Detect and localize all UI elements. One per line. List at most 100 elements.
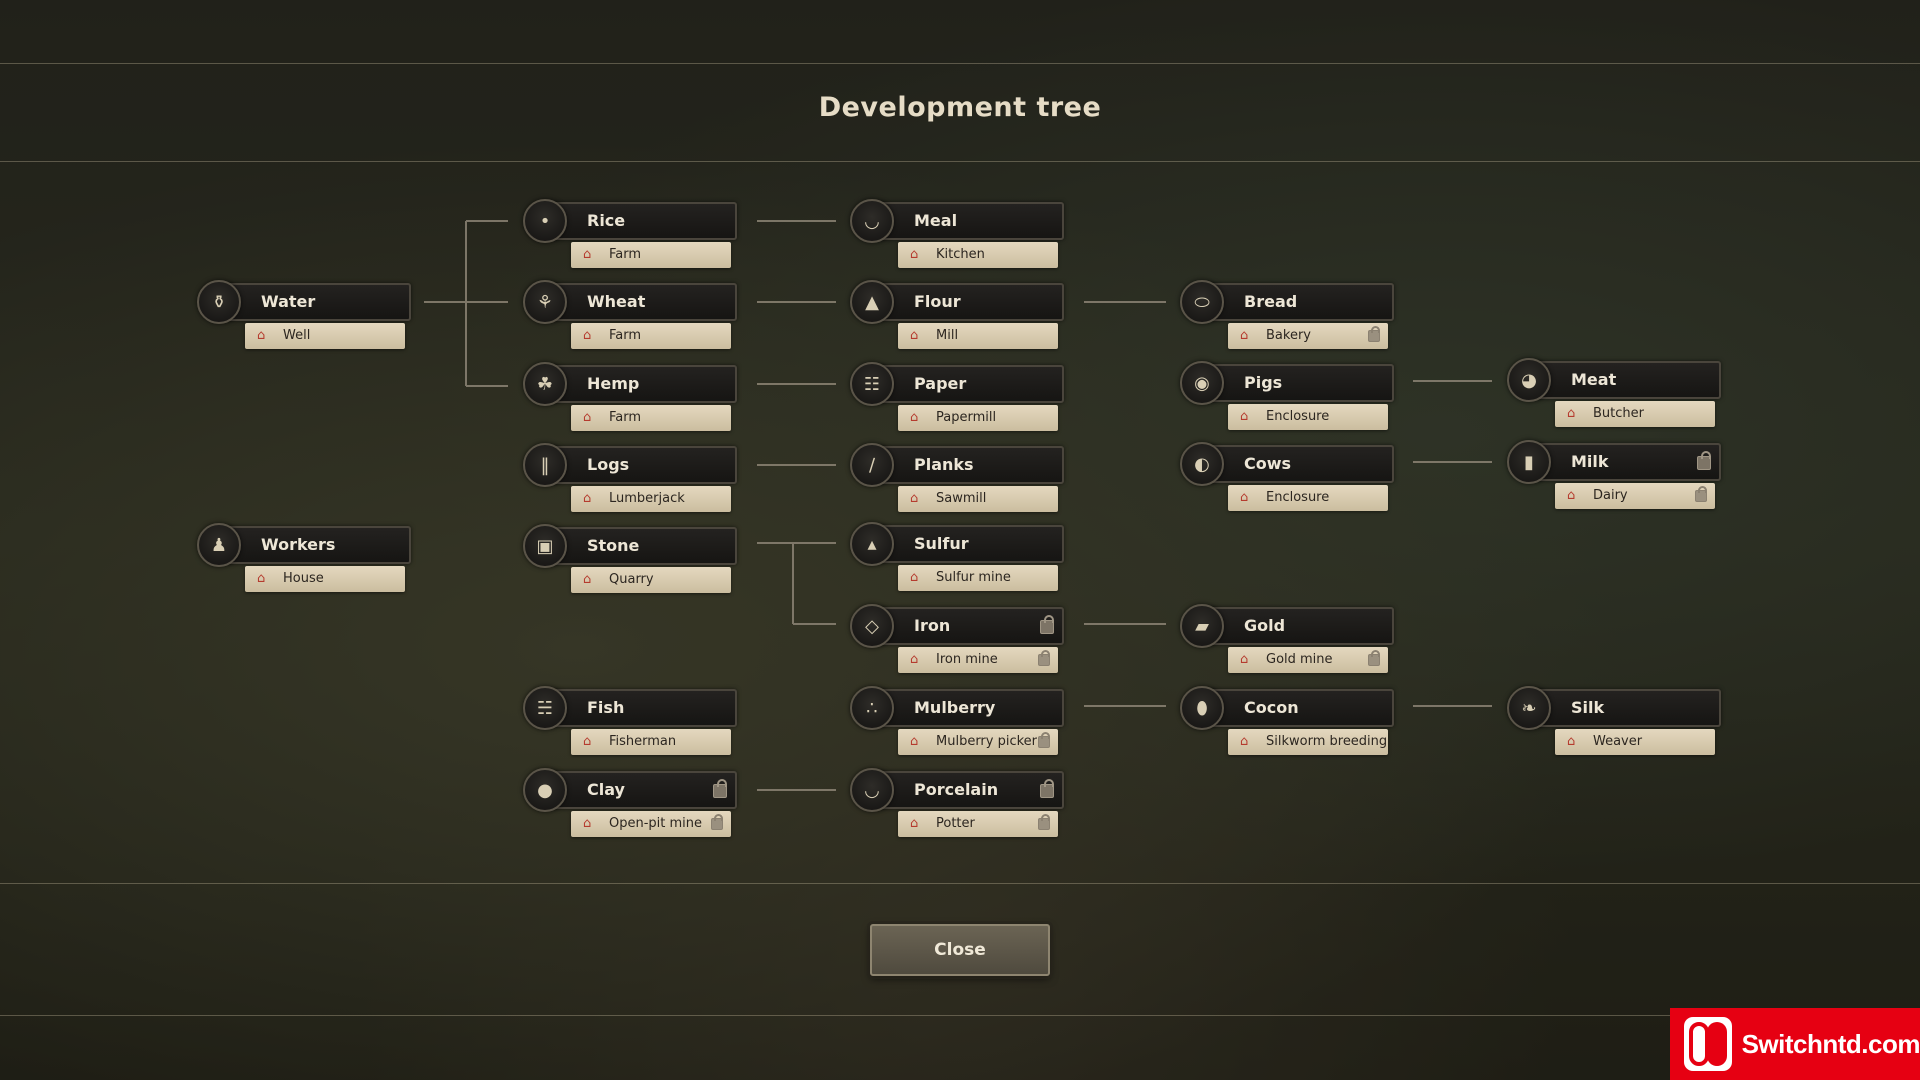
resource-name: Bread: [1244, 292, 1297, 311]
meat-icon: ◕: [1507, 358, 1551, 402]
building-icon: ⌂: [583, 492, 597, 505]
cow-icon: ◐: [1180, 442, 1224, 486]
tree-node-water[interactable]: ⚱Water⌂Well: [197, 280, 412, 350]
building-tag: ⌂Gold mine: [1228, 647, 1388, 673]
tree-node-logs[interactable]: ‖Logs⌂Lumberjack: [523, 443, 738, 513]
building-tag: ⌂Potter: [898, 811, 1058, 837]
resource-bar: [878, 365, 1064, 403]
resource-name: Pigs: [1244, 373, 1282, 392]
close-button[interactable]: Close: [870, 924, 1050, 976]
tree-node-fish[interactable]: ☵Fish⌂Fisherman: [523, 686, 738, 756]
tree-node-mulberry[interactable]: ∴Mulberry⌂Mulberry picker: [850, 686, 1065, 756]
resource-bar: [551, 527, 737, 565]
tree-node-gold[interactable]: ▰Gold⌂Gold mine: [1180, 604, 1395, 674]
tree-node-porcelain[interactable]: ◡Porcelain⌂Potter: [850, 768, 1065, 838]
porcelain-bowl-icon: ◡: [850, 768, 894, 812]
resource-bar: [225, 283, 411, 321]
building-icon: ⌂: [583, 817, 597, 830]
building-name: Open-pit mine: [609, 816, 702, 831]
tree-node-rice[interactable]: •Rice⌂Farm: [523, 199, 738, 269]
tree-node-pigs[interactable]: ◉ Pigs ⌂Enclosure: [1180, 361, 1395, 431]
building-tag: ⌂Enclosure: [1228, 485, 1388, 511]
sulfur-icon: ▴: [850, 522, 894, 566]
building-icon: ⌂: [910, 329, 924, 342]
resource-name: Silk: [1571, 698, 1604, 717]
tree-node-cows[interactable]: ◐ Cows ⌂Enclosure: [1180, 442, 1395, 512]
tree-node-cocon[interactable]: ⬮Cocon⌂Silkworm breeding: [1180, 686, 1395, 756]
lock-icon: [713, 784, 727, 798]
building-name: Fisherman: [609, 734, 676, 749]
resource-bar: [551, 771, 737, 809]
building-tag: ⌂Lumberjack: [571, 486, 731, 512]
tree-node-meal[interactable]: ◡Meal⌂Kitchen: [850, 199, 1065, 269]
building-tag: ⌂Sulfur mine: [898, 565, 1058, 591]
resource-name: Rice: [587, 211, 625, 230]
tree-node-planks[interactable]: ∕Planks⌂Sawmill: [850, 443, 1065, 513]
building-name: Quarry: [609, 572, 654, 587]
lock-icon: [1038, 818, 1050, 830]
watermark-banner: Switchntd.com: [1670, 1008, 1920, 1080]
building-tag: ⌂Kitchen: [898, 242, 1058, 268]
paper-icon: ☷: [850, 362, 894, 406]
resource-bar: [878, 525, 1064, 563]
building-tag: ⌂Iron mine: [898, 647, 1058, 673]
resource-name: Workers: [261, 535, 335, 554]
stone-icon: ▣: [523, 524, 567, 568]
watermark-text: Switchntd.com: [1742, 1029, 1920, 1060]
tree-node-hemp[interactable]: ☘Hemp⌂Farm: [523, 362, 738, 432]
tree-node-silk[interactable]: ❧Silk⌂Weaver: [1507, 686, 1722, 756]
pig-icon: ◉: [1180, 361, 1224, 405]
resource-bar: [1535, 361, 1721, 399]
tree-node-milk[interactable]: ▮Milk⌂Dairy: [1507, 440, 1722, 510]
building-tag: ⌂Fisherman: [571, 729, 731, 755]
tree-node-sulfur[interactable]: ▴Sulfur⌂Sulfur mine: [850, 522, 1065, 592]
tree-node-meat[interactable]: ◕Meat⌂Butcher: [1507, 358, 1722, 428]
building-name: Farm: [609, 328, 641, 343]
hemp-icon: ☘: [523, 362, 567, 406]
resource-bar: [1208, 283, 1394, 321]
tree-node-paper[interactable]: ☷Paper⌂Papermill: [850, 362, 1065, 432]
tree-node-flour[interactable]: ▲Flour⌂Mill: [850, 280, 1065, 350]
tree-node-clay[interactable]: ●Clay⌂Open-pit mine: [523, 768, 738, 838]
building-icon: ⌂: [910, 653, 924, 666]
tree-node-wheat[interactable]: ⚘Wheat⌂Farm: [523, 280, 738, 350]
building-icon: ⌂: [1567, 489, 1581, 502]
building-tag: ⌂Weaver: [1555, 729, 1715, 755]
building-icon: ⌂: [910, 411, 924, 424]
resource-name: Wheat: [587, 292, 645, 311]
building-icon: ⌂: [1567, 407, 1581, 420]
building-name: House: [283, 571, 324, 586]
tree-node-bread[interactable]: ⬭Bread⌂Bakery: [1180, 280, 1395, 350]
building-tag: ⌂Silkworm breeding: [1228, 729, 1388, 755]
planks-icon: ∕: [850, 443, 894, 487]
building-tag: ⌂Enclosure: [1228, 404, 1388, 430]
building-icon: ⌂: [583, 248, 597, 261]
tree-node-stone[interactable]: ▣Stone⌂Quarry: [523, 524, 738, 594]
resource-name: Cows: [1244, 454, 1291, 473]
cocoon-icon: ⬮: [1180, 686, 1224, 730]
resource-name: Water: [261, 292, 315, 311]
building-icon: ⌂: [257, 572, 271, 585]
bread-icon: ⬭: [1180, 280, 1224, 324]
tree-node-iron[interactable]: ◇Iron⌂Iron mine: [850, 604, 1065, 674]
building-name: Sawmill: [936, 491, 986, 506]
tree-node-workers[interactable]: ♟Workers⌂House: [197, 523, 412, 593]
building-name: Enclosure: [1266, 490, 1329, 505]
building-name: Kitchen: [936, 247, 985, 262]
resource-bar: [1208, 607, 1394, 645]
building-tag: ⌂Mulberry picker: [898, 729, 1058, 755]
clay-icon: ●: [523, 768, 567, 812]
resource-name: Milk: [1571, 452, 1609, 471]
building-icon: ⌂: [910, 735, 924, 748]
resource-name: Paper: [914, 374, 966, 393]
lock-icon: [1697, 456, 1711, 470]
building-name: Butcher: [1593, 406, 1644, 421]
resource-name: Fish: [587, 698, 624, 717]
resource-bar: [878, 607, 1064, 645]
lock-icon: [1368, 654, 1380, 666]
building-icon: ⌂: [1240, 653, 1254, 666]
building-name: Weaver: [1593, 734, 1642, 749]
resource-name: Stone: [587, 536, 639, 555]
building-name: Sulfur mine: [936, 570, 1011, 585]
building-icon: ⌂: [583, 411, 597, 424]
